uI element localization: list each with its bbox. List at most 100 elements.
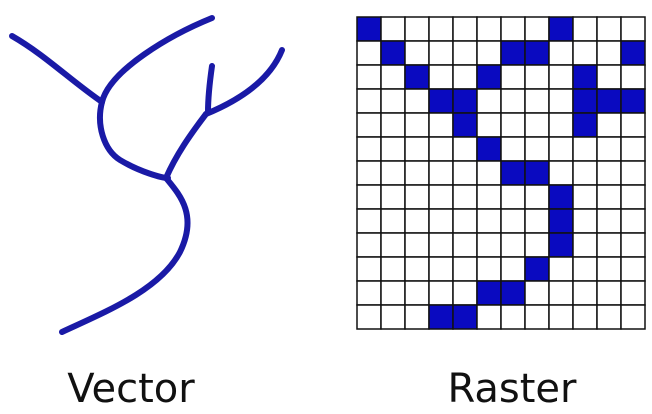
- raster-cell: [597, 137, 621, 161]
- raster-cell: [453, 137, 477, 161]
- raster-cell: [597, 185, 621, 209]
- raster-cell: [549, 305, 573, 329]
- raster-cell-filled: [477, 137, 501, 161]
- raster-cell-filled: [429, 305, 453, 329]
- raster-cell-filled: [573, 65, 597, 89]
- raster-cell: [381, 17, 405, 41]
- raster-cell: [477, 209, 501, 233]
- vector-illustration: [12, 18, 282, 332]
- raster-cell-filled: [381, 41, 405, 65]
- raster-cell: [525, 17, 549, 41]
- raster-cell: [453, 185, 477, 209]
- raster-cell-filled: [525, 161, 549, 185]
- raster-cell: [357, 305, 381, 329]
- raster-cell: [621, 137, 645, 161]
- raster-cell: [429, 161, 453, 185]
- raster-cell: [381, 113, 405, 137]
- raster-cell: [453, 41, 477, 65]
- raster-cell: [573, 137, 597, 161]
- raster-cell: [573, 17, 597, 41]
- raster-cell: [501, 257, 525, 281]
- raster-cell-filled: [525, 257, 549, 281]
- raster-cell: [549, 41, 573, 65]
- raster-cell: [405, 281, 429, 305]
- raster-cell: [549, 89, 573, 113]
- raster-cell: [453, 281, 477, 305]
- raster-cell: [405, 161, 429, 185]
- raster-cell: [477, 41, 501, 65]
- raster-cell: [405, 209, 429, 233]
- raster-cell-filled: [453, 305, 477, 329]
- raster-cell: [381, 209, 405, 233]
- raster-cell: [501, 113, 525, 137]
- raster-cell-filled: [549, 233, 573, 257]
- raster-cell-filled: [573, 89, 597, 113]
- raster-cell: [357, 281, 381, 305]
- raster-cell: [621, 305, 645, 329]
- raster-cell: [429, 257, 453, 281]
- raster-cell: [477, 17, 501, 41]
- raster-cell-filled: [549, 209, 573, 233]
- raster-cell-filled: [357, 17, 381, 41]
- raster-cell-filled: [621, 89, 645, 113]
- raster-cell: [621, 113, 645, 137]
- raster-cell: [357, 209, 381, 233]
- raster-cell: [573, 257, 597, 281]
- raster-cell: [501, 305, 525, 329]
- raster-cell: [381, 257, 405, 281]
- raster-cell: [597, 233, 621, 257]
- raster-cell: [453, 233, 477, 257]
- raster-cell: [405, 89, 429, 113]
- vector-label: Vector: [67, 366, 195, 412]
- raster-cell: [597, 305, 621, 329]
- raster-cell: [597, 209, 621, 233]
- raster-cell: [381, 161, 405, 185]
- raster-cell: [453, 17, 477, 41]
- raster-cell: [597, 65, 621, 89]
- raster-cell: [381, 305, 405, 329]
- raster-cell: [501, 137, 525, 161]
- raster-cell: [621, 185, 645, 209]
- raster-cell: [621, 17, 645, 41]
- vector-branch-right-stem: [208, 66, 212, 112]
- raster-cell: [621, 161, 645, 185]
- raster-cell: [381, 89, 405, 113]
- raster-cell: [381, 185, 405, 209]
- vector-trunk-lower: [62, 178, 188, 332]
- raster-cell: [501, 233, 525, 257]
- raster-cell: [357, 233, 381, 257]
- raster-cell: [525, 89, 549, 113]
- vector-trunk-upper: [100, 102, 168, 178]
- raster-cell: [573, 209, 597, 233]
- raster-cell: [477, 185, 501, 209]
- raster-cell: [525, 137, 549, 161]
- raster-cell: [573, 41, 597, 65]
- raster-cell: [597, 113, 621, 137]
- raster-cell: [429, 233, 453, 257]
- raster-grid: [357, 17, 645, 329]
- raster-cell: [429, 137, 453, 161]
- raster-cell: [381, 233, 405, 257]
- raster-cell: [357, 65, 381, 89]
- vector-branch-top: [102, 18, 212, 102]
- raster-cell: [357, 89, 381, 113]
- raster-cell-filled: [477, 65, 501, 89]
- raster-cell-filled: [525, 41, 549, 65]
- raster-cell: [597, 161, 621, 185]
- raster-cell: [573, 185, 597, 209]
- raster-cell: [429, 65, 453, 89]
- raster-label: Raster: [447, 366, 577, 412]
- raster-cell: [405, 257, 429, 281]
- raster-cell: [429, 113, 453, 137]
- raster-cell: [405, 233, 429, 257]
- raster-cell: [597, 17, 621, 41]
- raster-cell: [573, 233, 597, 257]
- raster-cell: [453, 209, 477, 233]
- raster-cell: [429, 41, 453, 65]
- raster-cell: [477, 305, 501, 329]
- raster-cell: [525, 281, 549, 305]
- raster-cell: [381, 281, 405, 305]
- raster-cell: [621, 281, 645, 305]
- raster-cell: [621, 233, 645, 257]
- raster-cell: [453, 161, 477, 185]
